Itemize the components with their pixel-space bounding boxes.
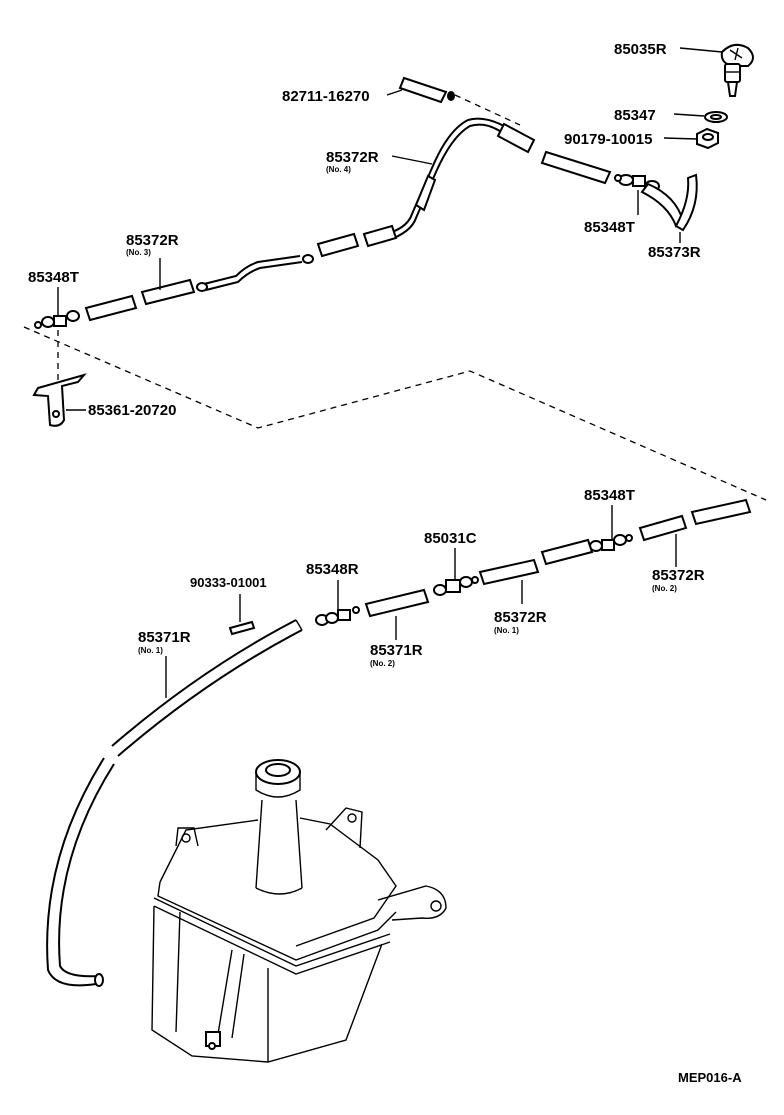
diagram-code: MEP016-A	[678, 1070, 742, 1085]
assembly-dashed-outline	[23, 94, 767, 501]
part-number-85373r: 85373R	[648, 244, 701, 261]
long-hose-icon	[46, 619, 303, 987]
hose-segment-icon	[690, 498, 752, 526]
part-number-85035r: 85035R	[614, 41, 667, 58]
hose-no1-icon	[478, 558, 540, 586]
part-labels: 85035R 82711-16270 85347 90179-10015 853…	[28, 41, 742, 1085]
part-number-85371r-no1: 85371R	[138, 629, 191, 646]
part-number-85372r-no2: 85372R	[652, 567, 705, 584]
bent-hose-icon	[640, 173, 698, 232]
short-hose-icon	[540, 150, 612, 185]
part-number-85348t-right: 85348T	[584, 487, 635, 504]
thin-pipe-icon	[196, 254, 314, 292]
washer-nozzle-icon	[720, 43, 754, 97]
part-number-85372r-no1: 85372R	[494, 609, 547, 626]
hose-clamp-icon	[398, 76, 455, 104]
hose-segment-icon	[84, 294, 138, 322]
hose-no3-icon	[140, 278, 196, 306]
connector-icon	[433, 576, 479, 596]
part-sub-85371r-no2: (No. 2)	[370, 659, 395, 668]
washer-tank-icon	[151, 759, 447, 1063]
part-sub-85371r-no1: (No. 1)	[138, 646, 163, 655]
part-number-85347: 85347	[614, 107, 656, 124]
hose-segment-icon	[540, 538, 594, 566]
connector-icon	[34, 310, 80, 329]
part-number-85348r: 85348R	[306, 561, 359, 578]
connector-icon	[589, 534, 633, 552]
connector-icon	[315, 606, 360, 626]
part-number-85372r-no3: 85372R	[126, 232, 179, 249]
hose-no2-icon	[638, 514, 688, 542]
small-hose-a-icon	[316, 232, 360, 258]
part-number-82711-16270: 82711-16270	[282, 88, 370, 105]
washer-ring-icon	[704, 111, 728, 123]
part-sub-no3: (No. 3)	[126, 248, 151, 257]
part-number-90179-10015: 90179-10015	[564, 131, 652, 148]
part-number-85031c: 85031C	[424, 530, 477, 547]
bracket-icon	[32, 373, 87, 427]
part-number-85372r-no4: 85372R	[326, 149, 379, 166]
hose-segment-icon	[364, 588, 430, 618]
part-number-85371r-no2: 85371R	[370, 642, 423, 659]
part-number-85361-20720: 85361-20720	[88, 402, 176, 419]
pipe-no4-icon	[362, 117, 536, 248]
nut-icon	[696, 127, 719, 150]
part-sub-no1: (No. 1)	[494, 626, 519, 635]
part-sub-no2: (No. 2)	[652, 584, 677, 593]
part-sub-no4: (No. 4)	[326, 165, 351, 174]
part-number-85348t-left: 85348T	[28, 269, 79, 286]
clip-icon	[228, 620, 256, 636]
part-number-85348t-top: 85348T	[584, 219, 635, 236]
part-number-90333-01001: 90333-01001	[190, 575, 267, 590]
